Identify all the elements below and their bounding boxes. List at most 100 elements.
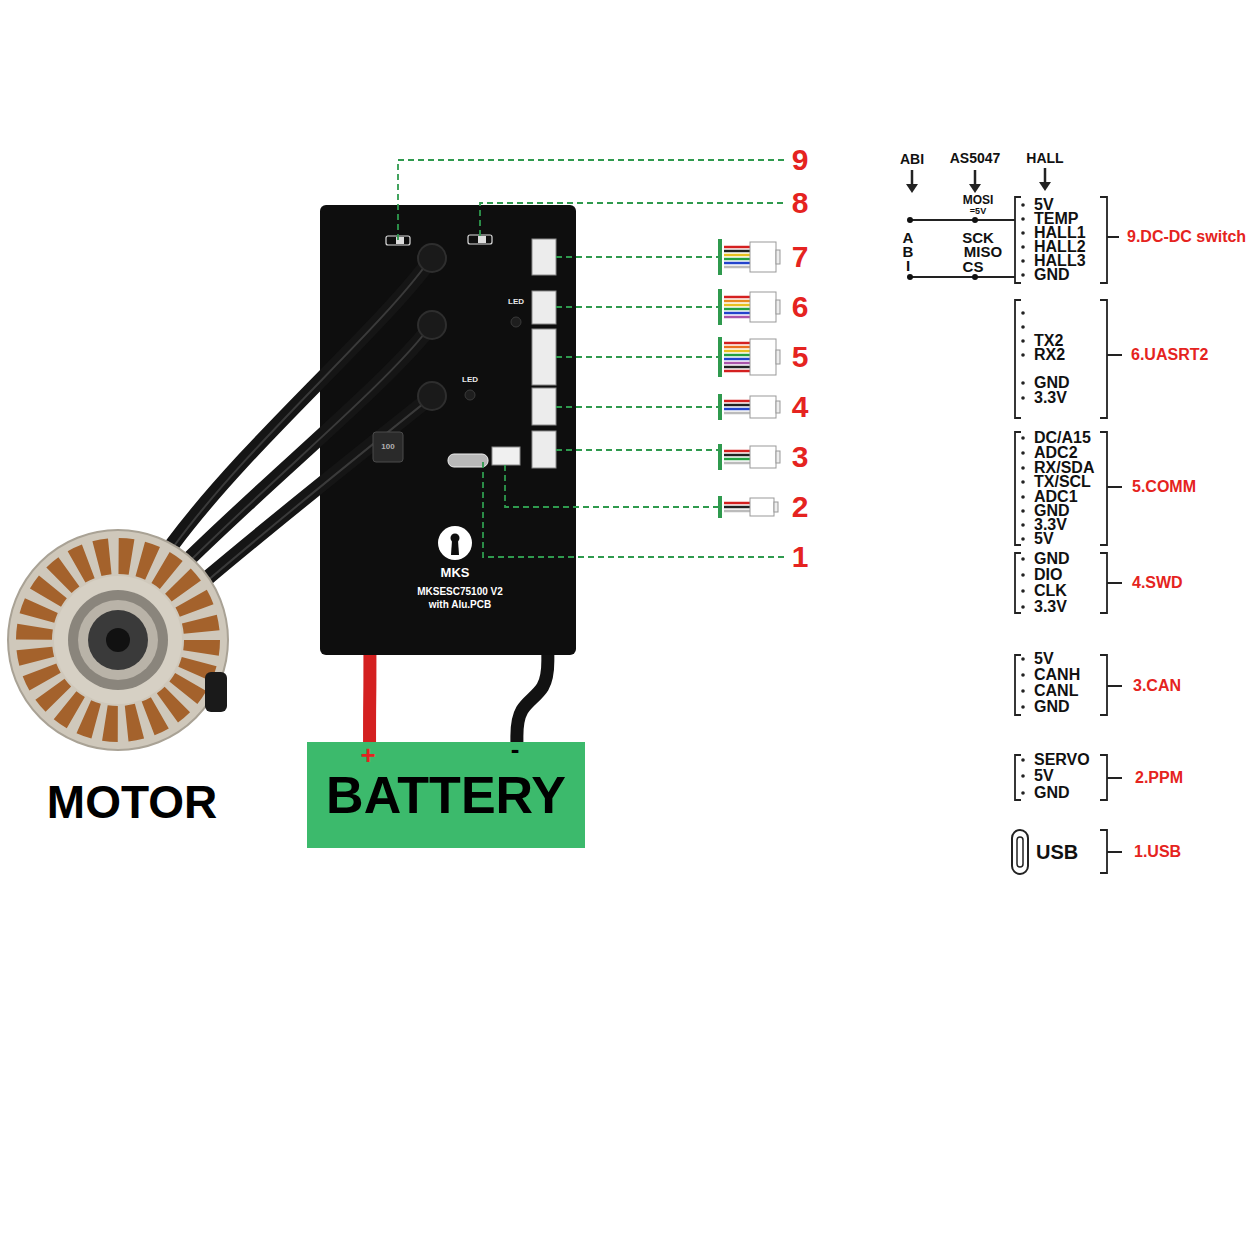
- pin-name: CANL: [1034, 683, 1078, 699]
- pin-name: CANH: [1034, 667, 1080, 683]
- negative-wire: [517, 655, 548, 742]
- pin-name: TX/SCL: [1034, 474, 1091, 490]
- sensor-arrows: [906, 168, 1051, 193]
- group-brace: [1100, 197, 1119, 283]
- pin-dot: [1021, 573, 1025, 577]
- pin-name: GND: [1034, 267, 1070, 283]
- brand-name: MKS: [441, 566, 470, 579]
- ppm-connector: [492, 447, 520, 465]
- connector-label: 3.CAN: [1133, 678, 1181, 694]
- cable-grommet: [418, 382, 446, 410]
- pin-dot: [1021, 466, 1025, 470]
- pin-name: 3.3V: [1034, 599, 1067, 615]
- group-brace: [1100, 553, 1122, 613]
- pin-name: GND: [1034, 699, 1070, 715]
- plug-housing: [750, 498, 774, 516]
- usb-symbol: [1012, 830, 1028, 874]
- wire: [724, 458, 752, 461]
- battery-box: BATTERY: [307, 742, 585, 848]
- signal-name: B: [903, 244, 914, 259]
- wire: [724, 266, 752, 269]
- signal-name: CS: [963, 259, 984, 274]
- wire: [724, 462, 752, 465]
- header-bracket: [1015, 432, 1021, 545]
- arrow-head: [1039, 182, 1051, 191]
- leader-line: [505, 465, 718, 507]
- wire: [724, 404, 752, 407]
- pin-name: 5V: [1034, 768, 1054, 784]
- wire: [724, 502, 752, 505]
- sensor-type: ABI: [900, 152, 924, 166]
- motor-hub: [68, 590, 168, 690]
- pin-dot: [1021, 480, 1025, 484]
- wire: [724, 454, 752, 457]
- pin-name: GND: [1034, 503, 1070, 519]
- pin-dot: [1021, 689, 1025, 693]
- wire: [724, 296, 752, 299]
- pin-dot: [1021, 231, 1025, 235]
- wire: [724, 308, 752, 311]
- connector-label: 6.UASRT2: [1131, 347, 1208, 363]
- leader-line: [556, 256, 718, 258]
- signal-name: =5V: [970, 207, 986, 216]
- junction-dot: [972, 217, 978, 223]
- header-bracket: [1015, 197, 1021, 283]
- pin-dot: [1021, 673, 1025, 677]
- plug-latch: [776, 250, 780, 264]
- pin-dot: [1021, 436, 1025, 440]
- plug-housing: [750, 292, 776, 322]
- plug-wires: [724, 343, 752, 371]
- plug-wires: [724, 401, 752, 413]
- pin-name: ADC1: [1034, 489, 1078, 505]
- led-label: LED: [508, 298, 524, 306]
- callout-number: 6: [792, 292, 809, 322]
- pin-name: HALL2: [1034, 239, 1086, 255]
- arrow-head: [969, 184, 981, 193]
- switch-symbol: [468, 235, 492, 244]
- wire: [724, 510, 752, 513]
- pin-dot: [1021, 537, 1025, 541]
- signal-name: MISO: [964, 244, 1002, 259]
- arrow-shaft: [1044, 168, 1047, 184]
- pin-dot: [1021, 396, 1025, 400]
- pin-dot: [1021, 451, 1025, 455]
- switch-symbol: [478, 236, 486, 243]
- part-name: MOTOR: [47, 779, 217, 825]
- pin-name: RX/SDA: [1034, 460, 1094, 476]
- pin-name: TEMP: [1034, 211, 1078, 227]
- pin-dot: [1021, 557, 1025, 561]
- plug-marker: [718, 394, 722, 420]
- signal-name: A: [903, 230, 914, 245]
- connector-label: 4.SWD: [1132, 575, 1183, 591]
- wire: [724, 358, 752, 361]
- led-symbol: [465, 390, 475, 400]
- header-bracket: [1015, 655, 1021, 715]
- pin-name: 3.3V: [1034, 517, 1067, 533]
- switch-symbol: [396, 237, 404, 244]
- plug-housing: [750, 446, 776, 468]
- wire: [724, 300, 752, 303]
- pin-dot: [1021, 509, 1025, 513]
- motor-stator: [8, 530, 228, 750]
- wire: [724, 408, 752, 411]
- pin-dot: [1021, 605, 1025, 609]
- plug-wires: [724, 297, 752, 317]
- wire: [724, 246, 752, 249]
- group-brace: [1100, 830, 1122, 873]
- pin-dot: [1021, 705, 1025, 709]
- plug-latch: [774, 502, 778, 512]
- leader-line: [398, 160, 785, 240]
- arrow-shaft: [911, 170, 914, 186]
- leader-line: [556, 356, 718, 358]
- motor-sensor: [205, 672, 227, 712]
- plug-wires: [724, 451, 752, 463]
- pin-name: 5V: [1034, 651, 1054, 667]
- plug-marker: [718, 289, 722, 325]
- wire: [724, 350, 752, 353]
- group-brace: [1100, 655, 1122, 715]
- brand-logo: [451, 534, 460, 543]
